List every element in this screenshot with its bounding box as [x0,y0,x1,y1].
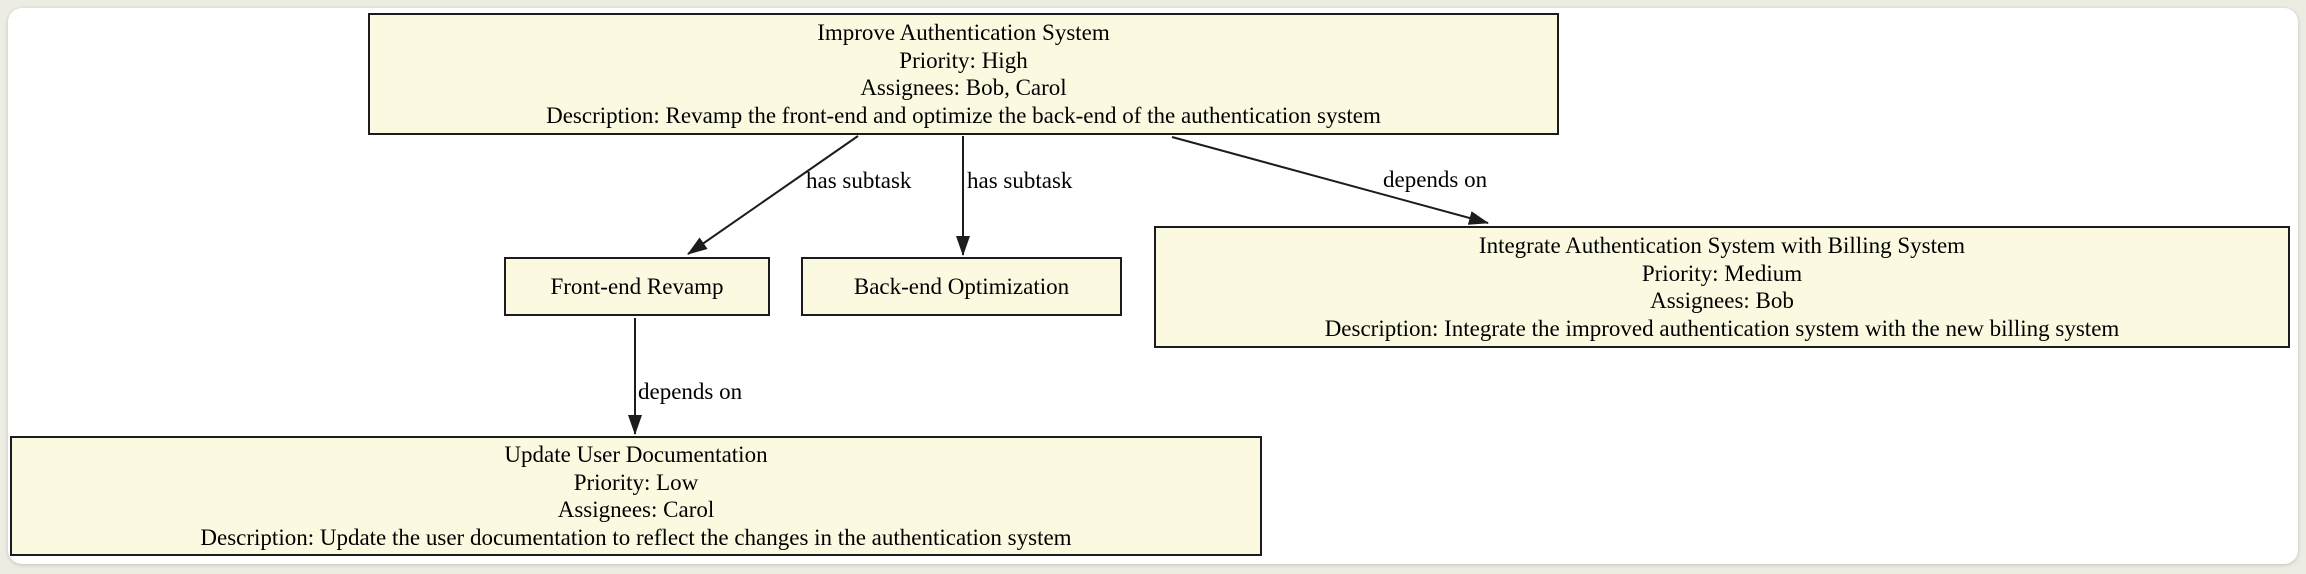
node-title: Integrate Authentication System with Bil… [1478,233,1966,258]
node-description: Description: Revamp the front-end and op… [546,102,1381,128]
node-improve-authentication-system: Improve Authentication System Priority: … [368,13,1559,135]
node-assignees: Assignees: Bob [1650,288,1794,313]
edge-label-has-subtask-left: has subtask [806,168,912,193]
node-assignees: Assignees: Carol [557,497,715,522]
node-back-end-optimization: Back-end Optimization [801,257,1122,316]
node-update-user-documentation: Update User Documentation Priority: Low … [10,436,1262,556]
node-description: Description: Integrate the improved auth… [1324,315,2120,341]
node-description: Description: Update the user documentati… [200,524,1072,550]
node-title: Back-end Optimization [853,273,1070,299]
edge-label-depends-on-right: depends on [1383,167,1488,192]
node-front-end-revamp: Front-end Revamp [504,257,770,316]
node-priority: Priority: High [899,47,1028,73]
node-priority: Priority: Low [573,469,699,495]
node-title: Improve Authentication System [817,20,1110,45]
node-priority: Priority: Medium [1641,260,1803,286]
edge-label-depends-on-left: depends on [638,379,743,404]
node-assignees: Assignees: Bob, Carol [860,75,1067,100]
node-title: Update User Documentation [504,442,768,467]
edge-label-has-subtask-right: has subtask [967,168,1073,193]
node-integrate-auth-with-billing: Integrate Authentication System with Bil… [1154,226,2290,348]
node-title: Front-end Revamp [550,273,724,299]
